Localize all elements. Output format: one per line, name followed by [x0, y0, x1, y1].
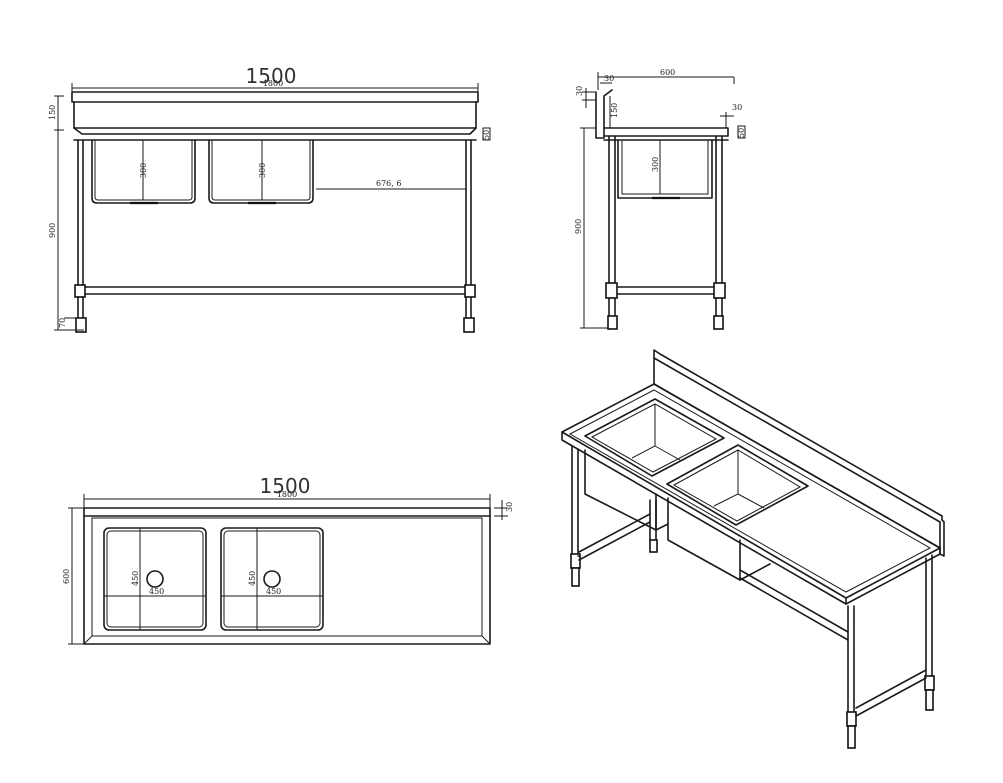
- bowl-inner: [106, 530, 204, 628]
- bowl-inner: [672, 449, 802, 522]
- iso-bowl-1: [584, 398, 725, 477]
- iso-bowl-2: [666, 444, 809, 526]
- top-bowl-1-drain: [146, 570, 164, 588]
- iso-rail: [739, 577, 849, 641]
- iso-worktop-inner: [568, 389, 932, 593]
- top-width-overlay: 1800: [277, 490, 297, 499]
- iso-rail: [739, 569, 849, 633]
- isometric-view: [561, 349, 945, 749]
- bowl-inner: [737, 493, 765, 509]
- bowl-inner: [631, 404, 656, 459]
- iso-foot-br: [925, 689, 934, 711]
- leg-joint: [464, 284, 476, 298]
- top-width-label: 1500: [260, 474, 311, 498]
- front-view: 1500 1800 300 300 676, 6: [48, 64, 491, 333]
- edge-box: [482, 127, 491, 141]
- iso-rail: [855, 677, 927, 717]
- front-drainboard-label: 676, 6: [376, 179, 401, 188]
- front-splash-height: 150: [48, 105, 57, 120]
- leg-joint: [846, 711, 857, 727]
- top-bowl-1-w: 450: [149, 587, 164, 596]
- side-view: 600 30 30 150 30 50 300: [574, 68, 746, 330]
- edge-box: [737, 125, 746, 139]
- top-bowl-2-w: 450: [266, 587, 281, 596]
- side-bowl-depth: 300: [651, 157, 660, 172]
- iso-rail: [578, 513, 651, 553]
- top-edge-30: 30: [505, 502, 514, 512]
- side-edge: 50: [737, 128, 746, 138]
- bowl-inner: [223, 530, 321, 628]
- bowl-inner: [713, 450, 739, 507]
- bowl-inner: [590, 403, 718, 473]
- iso-foot-fl: [571, 567, 580, 587]
- bowl-inner: [654, 445, 681, 461]
- front-foot-right: [463, 317, 475, 333]
- top-inner-edge: [91, 517, 483, 637]
- side-depth-label: 600: [660, 68, 675, 77]
- front-total-height: 900: [48, 223, 57, 238]
- front-foot-dim: 70: [58, 318, 67, 328]
- leg-joint: [713, 282, 726, 299]
- front-bowl-2-depth: 300: [258, 163, 267, 178]
- iso-worktop: [561, 383, 941, 599]
- bowl-inner: [211, 140, 311, 201]
- side-foot-right: [713, 315, 724, 330]
- front-splashback: [71, 91, 479, 103]
- top-bowl-1: [103, 527, 207, 631]
- iso-bowl-2-body: [667, 497, 771, 581]
- top-outline: [83, 507, 491, 645]
- side-splash-profile: [595, 89, 613, 139]
- front-undershelf: [77, 286, 472, 295]
- iso-worktop-front: [561, 431, 847, 605]
- leg-joint: [605, 282, 618, 299]
- side-left-30: 30: [575, 86, 584, 96]
- iso-bowl-1-body: [584, 449, 669, 531]
- bowl-inner: [621, 140, 709, 195]
- iso-worktop-side: [845, 547, 941, 605]
- side-worktop: [603, 127, 729, 137]
- top-bowl-1-h: 450: [131, 571, 140, 586]
- side-top-30: 30: [604, 74, 614, 83]
- side-splash-150: 150: [610, 103, 619, 118]
- front-worktop: [73, 127, 477, 135]
- corner-line: [83, 635, 93, 645]
- iso-rail: [855, 669, 927, 709]
- top-bowl-2: [220, 527, 324, 631]
- top-bowl-2-drain: [263, 570, 281, 588]
- iso-splashback: [653, 349, 945, 557]
- side-right-30: 30: [732, 103, 742, 112]
- side-undershelf: [611, 286, 720, 295]
- top-bowl-2-h: 450: [248, 571, 257, 586]
- iso-foot-fr: [847, 725, 856, 749]
- front-width-overlay: 1800: [263, 79, 283, 88]
- side-foot-left: [607, 315, 618, 330]
- front-edge-dim: 50: [482, 130, 491, 140]
- iso-rail: [578, 521, 651, 561]
- top-view: 1500 1800 30 450 450 450 450 600: [62, 474, 514, 645]
- side-total-height: 900: [574, 219, 583, 234]
- iso-foot-bl: [649, 539, 658, 553]
- leg-joint: [74, 284, 86, 298]
- corner-line: [481, 635, 491, 645]
- front-width-label: 1500: [246, 64, 297, 88]
- front-bowl-1-depth: 300: [139, 163, 148, 178]
- top-depth-label: 600: [62, 569, 71, 584]
- side-bowl: [617, 139, 713, 199]
